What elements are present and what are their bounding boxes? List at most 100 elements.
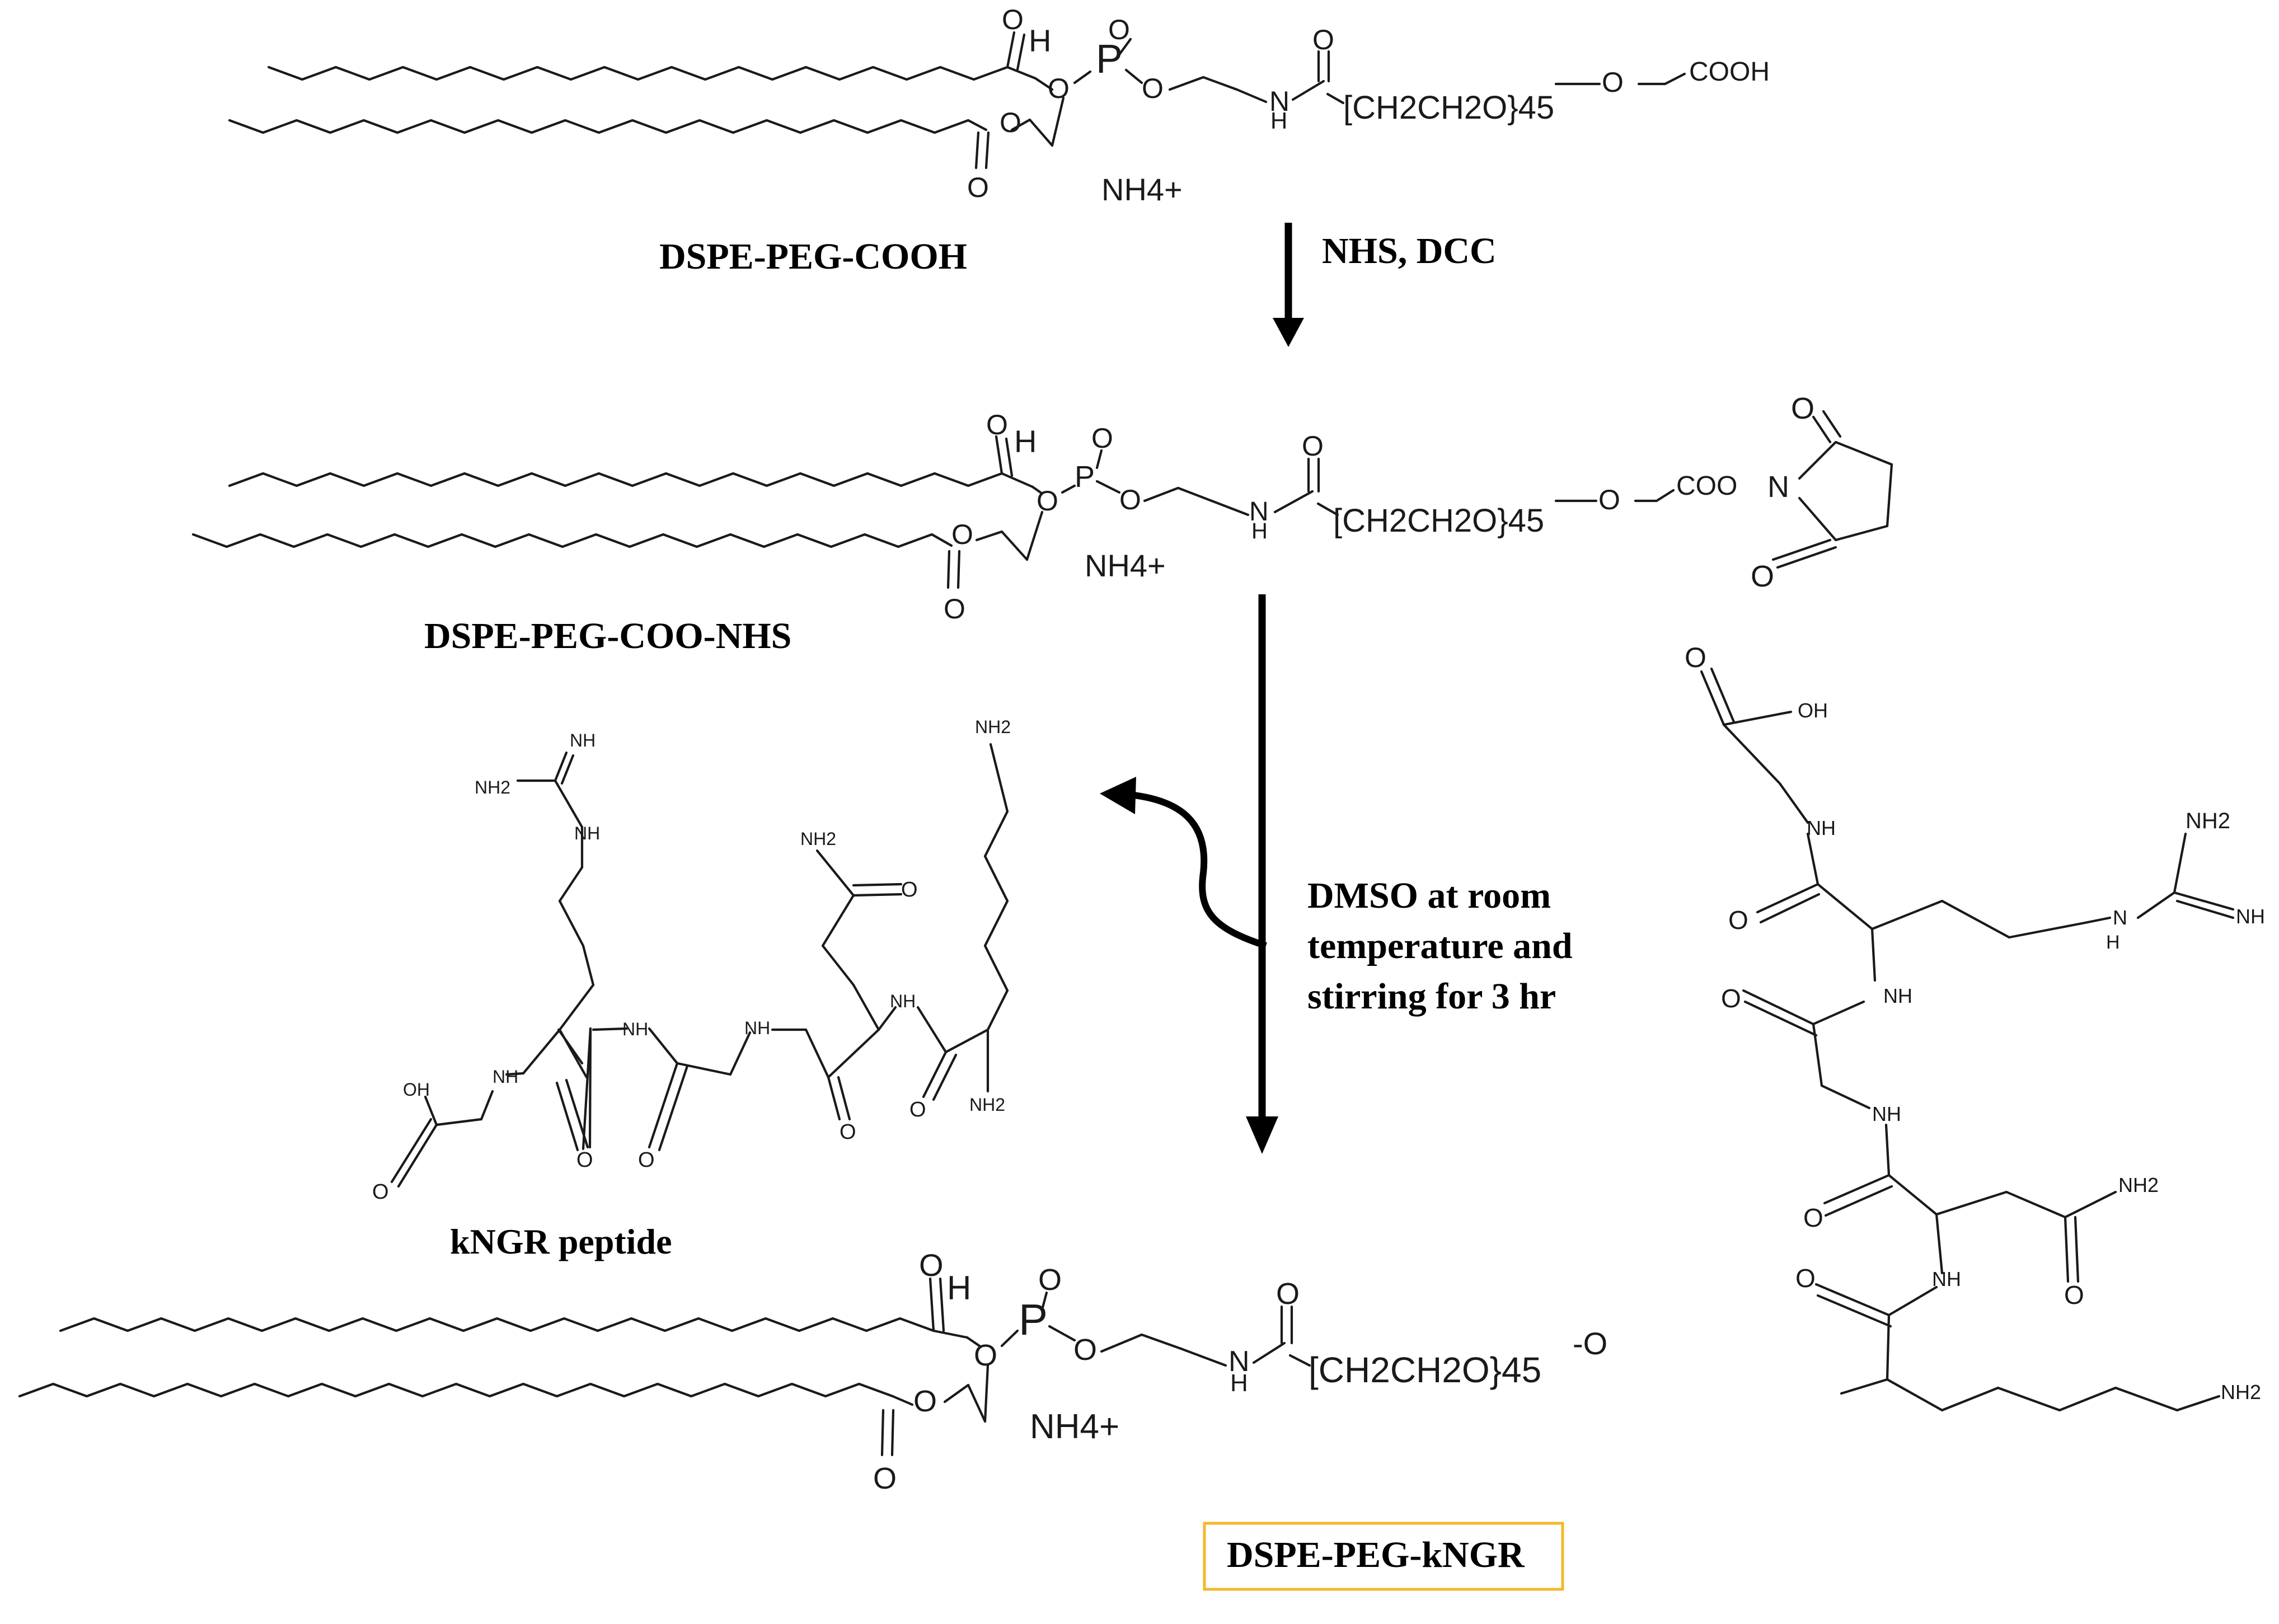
atom-carbonyl-o-lower-product: O [873,1462,897,1495]
atom-phosphorus-nhs: P [1075,460,1095,494]
pep-l-nh2-amide: NH2 [800,829,836,849]
cooh-group: COOH [1689,57,1770,87]
atom-h: H [1029,23,1051,58]
pep-l-o-asn: O [840,1120,856,1144]
dspe-peg-kngr-structure: O H O P O O O O N H O [CH2CH2O}45 -O NH4… [18,1247,1607,1495]
pep-r-o-amide: O [2064,1280,2084,1309]
pep-r-o-3: O [1803,1203,1823,1232]
atom-carbonyl-o-product: O [919,1247,944,1283]
atom-amide-h-product: H [1230,1369,1248,1397]
dspe-peg-coo-nhs-structure: O H O P O O O O N H O [CH2CH2O}45 O COO … [191,392,1893,625]
pep-r-oh: OH [1798,699,1828,722]
pep-l-nh-4: NH [890,991,916,1011]
atom-phosphorus: P [1096,37,1123,82]
reaction-arrow-2 [1246,594,1278,1154]
pep-l-nh2-lys: NH2 [975,717,1011,737]
pep-r-nh2-amide: NH2 [2118,1174,2159,1196]
condition-line-3: stirring for 3 hr [1307,976,1556,1017]
pep-l-nh-3: NH [744,1018,770,1038]
atom-carbonyl-o-lower-nhs: O [944,593,965,625]
atom-carbonyl-o-nhs: O [986,409,1008,440]
condition-nhs-dcc: NHS, DCC [1322,231,1497,271]
acyl-chain-lower-product [18,1382,894,1398]
reaction-arrow-1 [1273,223,1304,347]
atom-ester-o-product: O [974,1339,997,1372]
atom-ester-o: O [1048,73,1070,104]
pep-l-o-gly: O [638,1148,655,1172]
atom-ester-o-lower-nhs: O [951,519,973,550]
atom-amide-n-nhs: N [1249,497,1269,527]
terminal-o-product: -O [1573,1326,1607,1361]
pep-l-o-acid: O [372,1180,389,1204]
ammonium-counterion-product: NH4+ [1030,1407,1119,1446]
atom-succinimide-o-bottom: O [1751,560,1774,593]
label-dspe-peg-kngr: DSPE-PEG-kNGR [1227,1534,1525,1575]
atom-ether-o-nhs: O [1598,484,1620,515]
pep-r-nh2-lys: NH2 [2221,1381,2261,1404]
label-dspe-peg-coo-nhs: DSPE-PEG-COO-NHS [424,616,791,656]
pep-l-oh: OH [403,1079,430,1100]
pep-r-o-2: O [1721,984,1741,1013]
curved-arrow [1100,777,1267,949]
peg-repeat-unit-nhs: [CH2CH2O}45 [1333,503,1544,539]
label-kngr-peptide: kNGR peptide [450,1222,672,1261]
atom-h-nhs: H [1014,424,1037,459]
atom-phosphoryl-o: O [1108,14,1130,45]
ammonium-counterion-nhs: NH4+ [1085,548,1166,583]
pep-r-n-guan: N [2113,906,2127,929]
atom-amide-h: H [1270,107,1287,134]
atom-ester-o-lower: O [1000,107,1021,138]
atom-phosphoryl-o-nhs: O [1091,423,1113,454]
pep-l-nh-1: NH [622,1019,648,1039]
acyl-chain-upper [267,65,1009,81]
pep-l-h2n-lys: NH2 [969,1095,1005,1115]
pep-r-o-acid: O [1685,642,1706,673]
pep-r-h-guan: H [2106,932,2120,953]
pep-r-nh-1: NH [1807,816,1836,839]
atom-amide-n: N [1269,86,1289,117]
atom-amide-o-nhs: O [1302,430,1324,462]
pep-r-nh2-guan: NH2 [2186,809,2230,833]
atom-h-product: H [947,1269,971,1307]
acyl-chain-upper-product [59,1317,935,1332]
atom-amide-h-nhs: H [1251,519,1268,543]
pep-l-nh-2: NH [493,1067,518,1087]
atom-ether-o: O [1602,67,1624,98]
atom-phosphate-o-nhs: O [1119,484,1141,515]
pep-l-o-amide: O [901,878,918,902]
dspe-peg-cooh-structure: O H O P O O O O N H O [CH2CH2O}45 O COOH… [228,4,1770,207]
atom-phosphate-o-product: O [1073,1333,1097,1367]
atom-amide-n-product: N [1228,1345,1250,1378]
condition-line-1: DMSO at room [1307,875,1551,916]
acyl-chain-upper-nhs [228,472,1003,487]
pep-r-o-1: O [1728,905,1748,935]
pep-l-nh-imine: NH [570,730,595,750]
kngr-peptide-structure-left: NH2 NH NH NH NH OH O O O NH O O NH2 NH O… [372,717,1011,1204]
atom-amide-o-product: O [1276,1277,1300,1311]
pep-r-nh-2: NH [1883,984,1912,1007]
pep-l-nh2-guanidine: NH2 [475,777,510,797]
pep-l-nh-guanidine: NH [574,823,600,843]
peg-repeat-unit: [CH2CH2O}45 [1343,90,1554,126]
condition-line-2: temperature and [1307,926,1573,966]
atom-succinimide-o-top: O [1791,392,1814,425]
pep-l-o-lys: O [909,1098,926,1121]
atom-carbonyl-o-lower: O [967,172,989,203]
atom-ester-o-lower-product: O [913,1384,937,1418]
atom-phosphoryl-o-product: O [1038,1263,1062,1297]
label-dspe-peg-cooh: DSPE-PEG-COOH [659,236,967,277]
pep-r-o-4: O [1795,1264,1816,1293]
kngr-peptide-structure-right: O OH NH O NH N H NH2 NH O NH O NH2 O NH … [1685,642,2265,1412]
atom-succinimide-n: N [1767,470,1789,504]
atom-phosphorus-product: P [1019,1295,1048,1344]
pep-r-nh-guan: NH [2236,905,2265,928]
atom-carbonyl-o: O [1002,4,1024,35]
product-label-box [1203,1522,1564,1591]
ammonium-counterion: NH4+ [1101,172,1183,207]
atom-amide-o: O [1312,24,1334,55]
acyl-chain-lower-nhs [191,533,934,548]
pep-l-o-arg: O [576,1148,593,1172]
pep-r-nh-3: NH [1872,1102,1901,1125]
acyl-chain-lower [228,119,970,134]
